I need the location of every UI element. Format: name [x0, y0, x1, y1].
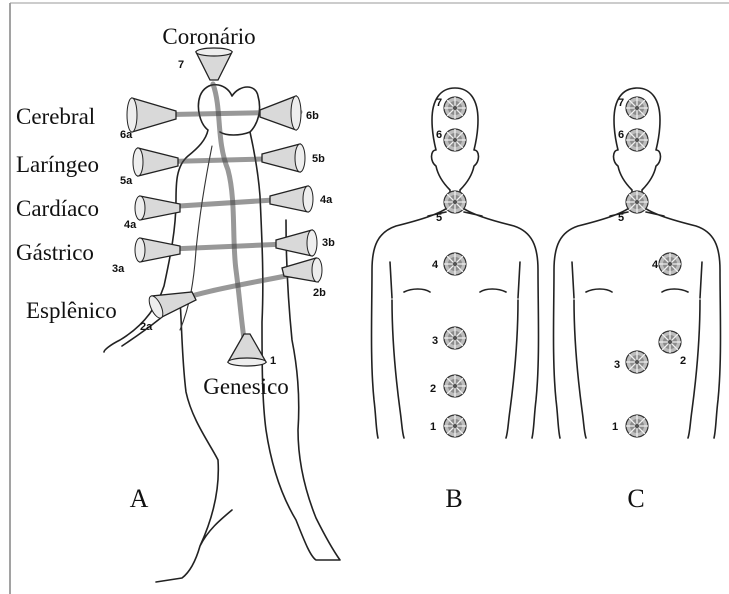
- c-number-4: 4: [652, 259, 659, 271]
- label-3b: 3b: [322, 237, 335, 249]
- wheel-b-3: [444, 327, 466, 349]
- wheel-c-4: [659, 253, 681, 275]
- panel-label-c: C: [627, 484, 644, 513]
- label-6a: 6a: [120, 129, 133, 141]
- crown-rim: [196, 48, 232, 56]
- label-5a: 5a: [120, 175, 133, 187]
- number-7: 7: [178, 59, 184, 71]
- wheel-b-7: [444, 97, 466, 119]
- b-number-7: 7: [436, 97, 442, 109]
- front-funnel-2a: [146, 292, 196, 320]
- label-coronario: Coronário: [162, 24, 255, 49]
- wheel-b-2: [444, 375, 466, 397]
- label-laringeo: Laríngeo: [16, 152, 99, 177]
- wheel-b-4: [444, 253, 466, 275]
- c-number-2: 2: [680, 355, 686, 367]
- panel-c: 7 6 5 4 3 2 1 C: [554, 88, 721, 513]
- label-cerebral: Cerebral: [16, 104, 95, 129]
- label-5b: 5b: [312, 153, 325, 165]
- wheel-c-1: [626, 415, 648, 437]
- label-2a: 2a: [140, 321, 153, 333]
- label-3a: 3a: [112, 263, 125, 275]
- label-6b: 6b: [306, 110, 319, 122]
- c-number-6: 6: [618, 129, 624, 141]
- wheel-c-5: [626, 191, 648, 213]
- label-genesico: Genesico: [203, 374, 289, 399]
- panel-a: Coronário 7 Cerebral 6a 6b Laríngeo 5a 5…: [16, 24, 340, 582]
- back-funnel-5b: [262, 144, 305, 172]
- c-number-1: 1: [612, 421, 618, 433]
- back-funnel-3b: [276, 230, 317, 256]
- central-channel: [213, 84, 246, 352]
- wheel-b-1: [444, 415, 466, 437]
- c-number-3: 3: [614, 359, 620, 371]
- label-gastrico: Gástrico: [16, 240, 94, 265]
- label-4a-back: 4a: [320, 194, 333, 206]
- b-number-5: 5: [436, 212, 442, 224]
- front-funnel-5a: [133, 148, 178, 176]
- label-2b: 2b: [313, 287, 326, 299]
- b-number-4: 4: [432, 259, 439, 271]
- number-1: 1: [270, 355, 276, 367]
- panel-b: 7 6 5 4 3 2 1 B: [372, 88, 539, 513]
- b-number-6: 6: [436, 129, 442, 141]
- wheel-c-2: [659, 331, 681, 353]
- wheel-b-5: [444, 191, 466, 213]
- back-funnel-6b: [260, 96, 301, 130]
- b-number-2: 2: [430, 383, 436, 395]
- wheel-b-6: [444, 129, 466, 151]
- front-funnel-4a: [135, 196, 180, 220]
- wheel-c-6: [626, 129, 648, 151]
- back-funnel-4a: [270, 186, 313, 212]
- c-number-7: 7: [618, 97, 624, 109]
- label-4a-front: 4a: [124, 219, 137, 231]
- b-number-1: 1: [430, 421, 436, 433]
- front-funnel-6a: [127, 98, 176, 132]
- wheel-c-3: [626, 351, 648, 373]
- label-cardiaco: Cardíaco: [16, 196, 99, 221]
- panel-label-a: A: [130, 484, 149, 513]
- wheel-c-7: [626, 97, 648, 119]
- b-number-3: 3: [432, 335, 438, 347]
- panel-label-b: B: [445, 484, 462, 513]
- c-number-5: 5: [618, 212, 624, 224]
- label-esplenico: Esplênico: [26, 298, 117, 323]
